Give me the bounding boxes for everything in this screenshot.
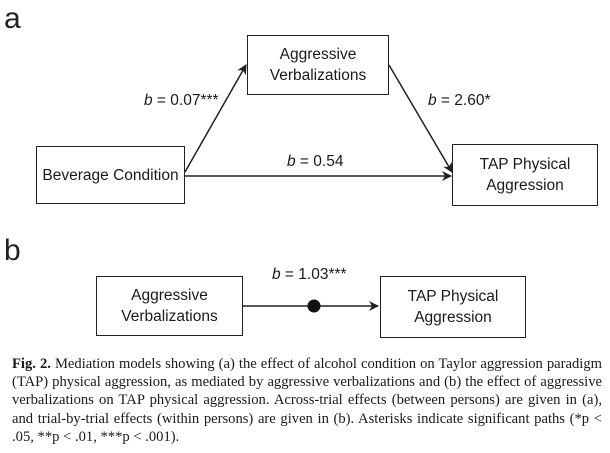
caption-text: Mediation models showing (a) the effect … [12,356,602,445]
label-c-prime-path: b = 0.54 [287,153,344,170]
arrow-predictor-to-mediator [184,64,247,173]
figure-caption: Fig. 2. Mediation models showing (a) the… [12,355,602,446]
arrow-mediator-to-outcome [388,64,453,173]
node-tap-physical-aggression-a: TAP Physical Aggression [452,144,598,206]
label-a-path: b = 0.07*** [144,92,219,109]
node-label: Beverage Condition [42,166,179,184]
label-direct-path: b = 1.03*** [272,266,347,283]
node-label: TAP Physical Aggression [407,288,499,326]
label-b-path: b = 2.60* [428,92,491,109]
node-tap-physical-aggression-b: TAP Physical Aggression [380,276,526,338]
node-aggressive-verbalizations-a: Aggressive Verbalizations [247,35,389,95]
path-dot [307,299,321,313]
node-aggressive-verbalizations-b: Aggressive Verbalizations [96,276,243,336]
caption-label: Fig. 2. [12,356,51,372]
node-label: Aggressive Verbalizations [121,287,218,325]
panel-a-letter: a [4,2,21,35]
node-label: Aggressive Verbalizations [269,46,367,84]
node-label: TAP Physical Aggression [479,156,571,194]
panel-b-letter: b [4,234,21,267]
node-beverage-condition: Beverage Condition [36,146,185,204]
